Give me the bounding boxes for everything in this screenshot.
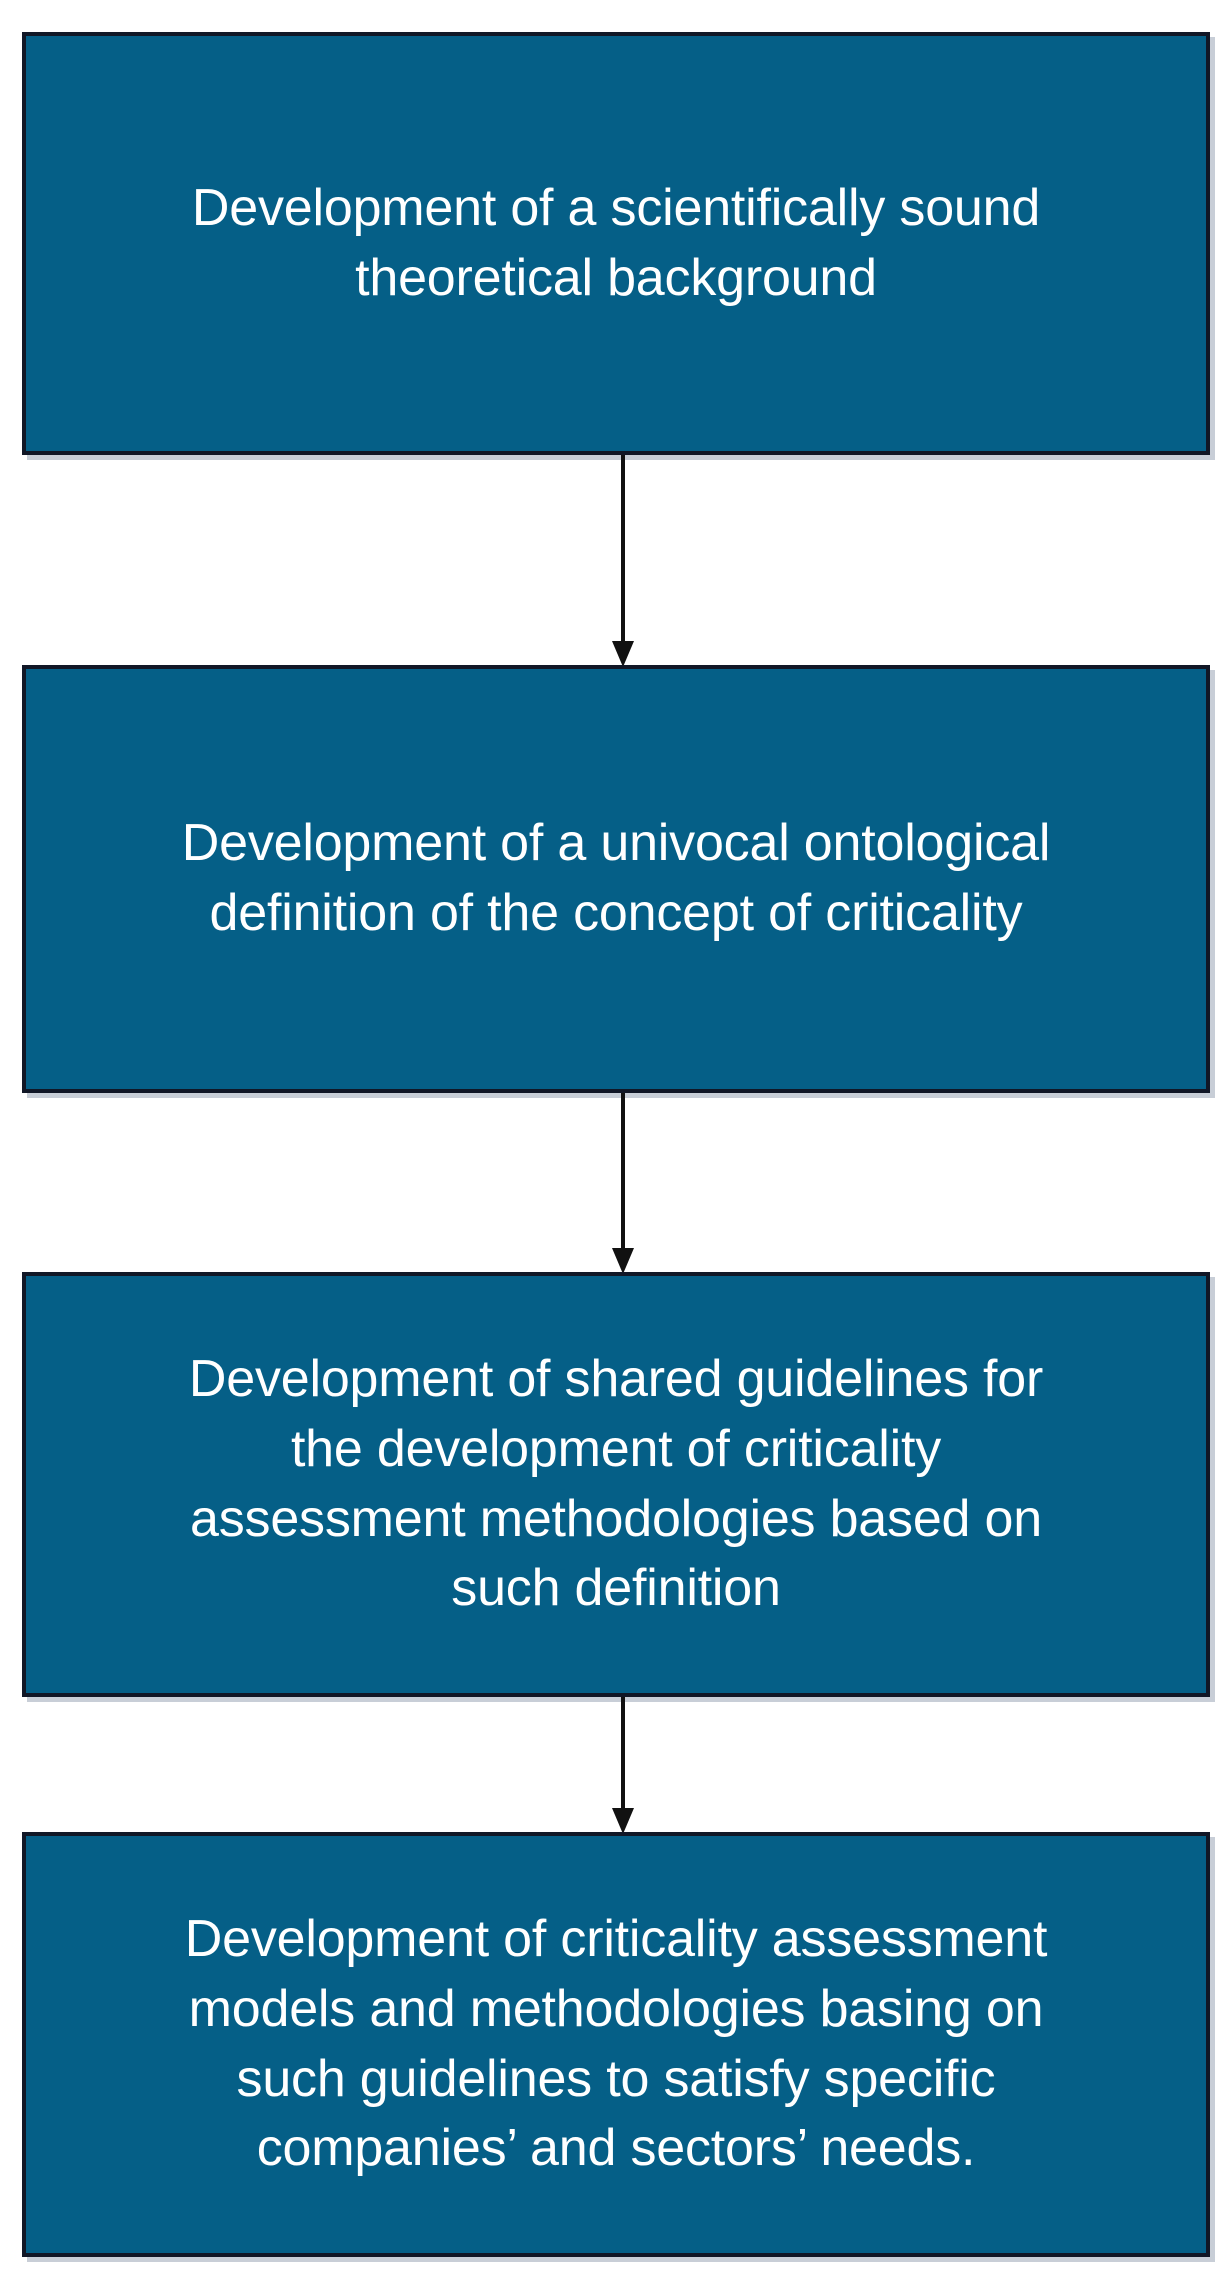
- arrow-connector-2: [612, 1093, 634, 1274]
- flow-node-2: Development of a univocal ontological de…: [22, 665, 1210, 1093]
- arrow-line: [621, 1697, 625, 1808]
- arrow-head-down-icon: [612, 1808, 634, 1834]
- arrow-head-down-icon: [612, 1248, 634, 1274]
- flow-node-4-label: Development of criticality assessment mo…: [184, 1910, 1048, 2178]
- flow-node-1: Development of a scientifically sound th…: [22, 32, 1210, 455]
- arrow-line: [621, 455, 625, 641]
- flow-node-4: Development of criticality assessment mo…: [22, 1832, 1210, 2257]
- arrow-head-down-icon: [612, 641, 634, 667]
- flow-node-3: Development of shared guidelines for the…: [22, 1272, 1210, 1697]
- flow-node-1-label: Development of a scientifically sound th…: [191, 178, 1041, 307]
- flow-node-3-label: Development of shared guidelines for the…: [188, 1350, 1044, 1618]
- arrow-line: [621, 1093, 625, 1248]
- arrow-connector-3: [612, 1697, 634, 1834]
- flow-node-2-label: Development of a univocal ontological de…: [181, 814, 1051, 942]
- arrow-connector-1: [612, 455, 634, 667]
